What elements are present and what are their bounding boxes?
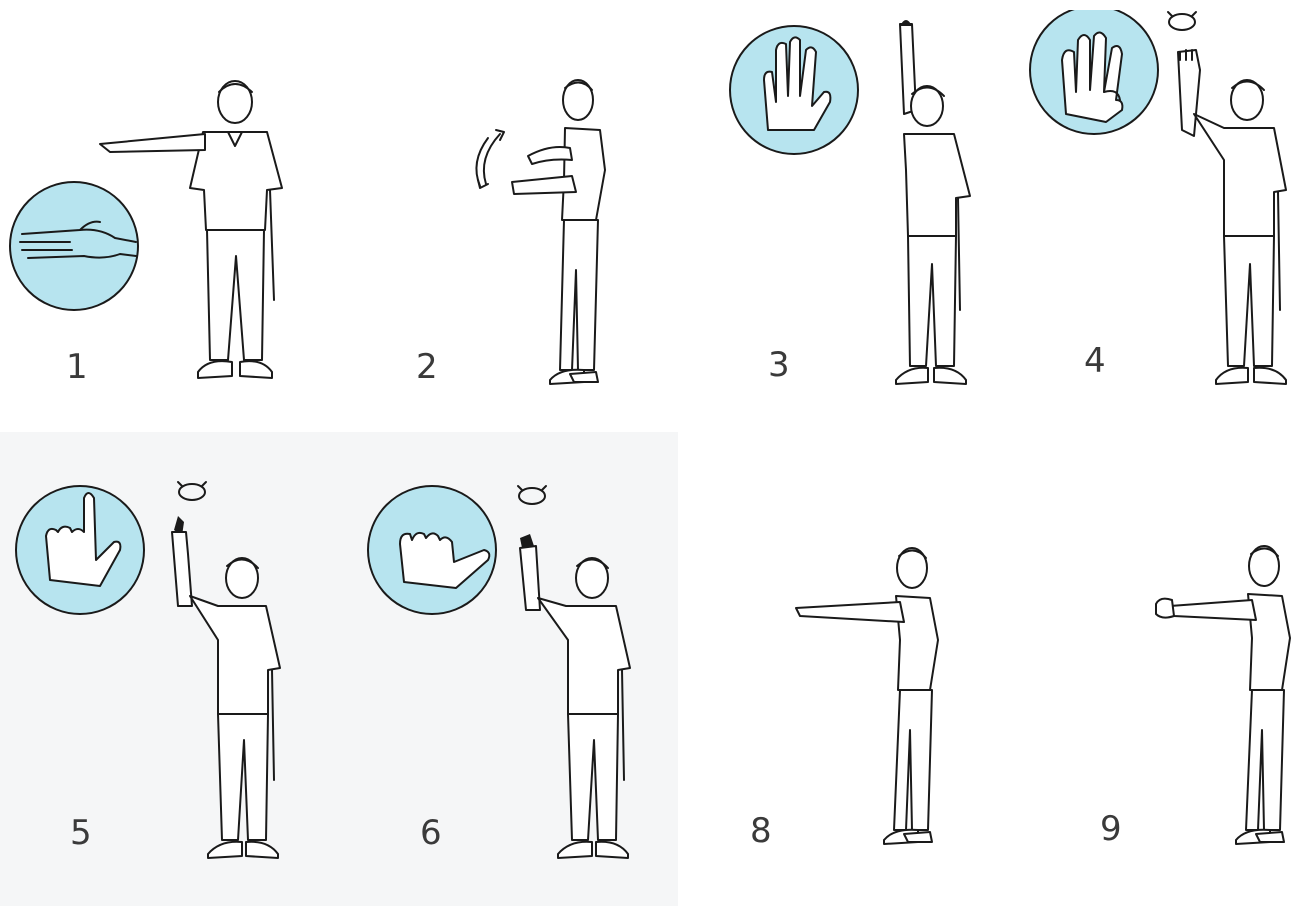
rotation-arrow-icon — [178, 482, 206, 500]
figure-number-label: 8 — [750, 814, 772, 848]
person-arm-raised — [520, 534, 630, 858]
figure-2: 2 — [400, 70, 640, 400]
figure-3: 3 — [720, 10, 1010, 400]
open-palm-icon — [730, 26, 858, 154]
person-arm-raised — [1178, 50, 1286, 384]
person-standing-side — [796, 548, 938, 844]
figure-number-label: 5 — [70, 816, 92, 850]
figure-number-label: 2 — [416, 350, 438, 384]
figure-number-label: 4 — [1084, 344, 1106, 378]
person-arm-raised — [172, 516, 280, 858]
figure-6: 6 — [360, 470, 660, 870]
figure-4: 4 — [1020, 10, 1301, 400]
figure-1: 1 — [0, 70, 300, 400]
figure-5: 5 — [0, 470, 330, 870]
thumb-out-icon — [368, 486, 496, 614]
figure-number-label: 1 — [66, 350, 88, 384]
waving-motion-arrows-icon — [476, 130, 504, 188]
rotation-arrow-icon — [518, 486, 546, 504]
figure-number-label: 3 — [768, 348, 790, 382]
person-standing-side — [1156, 546, 1290, 844]
figure-number-label: 6 — [420, 816, 442, 850]
person-standing-side — [512, 80, 605, 384]
four-fingers-icon — [1030, 10, 1158, 134]
person-arm-raised — [896, 20, 970, 384]
figure-9: 9 — [1090, 530, 1301, 860]
rotation-arrow-icon — [1168, 12, 1196, 30]
index-thumb-icon — [16, 486, 144, 614]
figure-8: 8 — [740, 530, 970, 860]
figure-number-label: 9 — [1100, 812, 1122, 846]
flat-hand-icon — [10, 182, 138, 310]
